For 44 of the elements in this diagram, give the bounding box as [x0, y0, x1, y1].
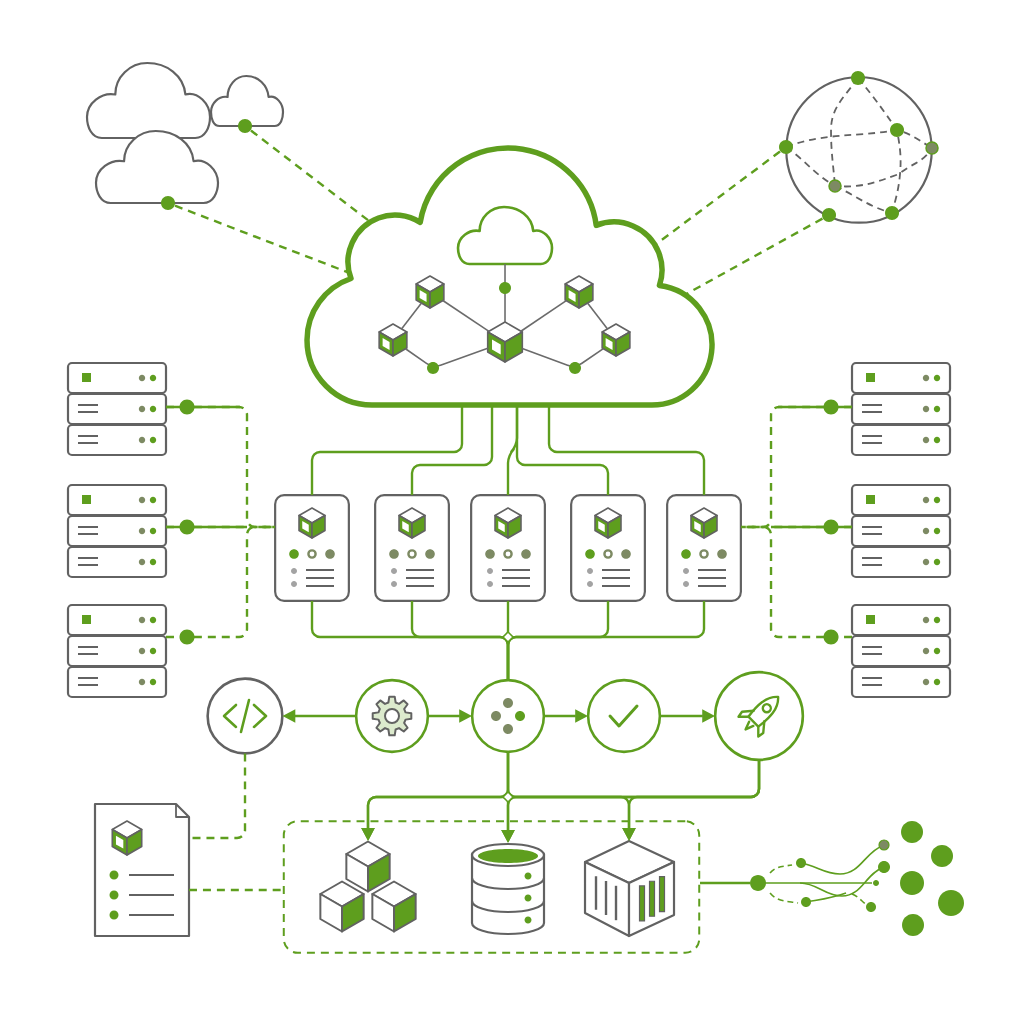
cloud	[456, 205, 554, 266]
cloud	[94, 129, 220, 210]
connector	[410, 405, 494, 495]
connector	[586, 302, 609, 330]
connector	[250, 129, 372, 223]
connector	[310, 405, 464, 495]
server-rack	[850, 483, 952, 579]
process-circle	[470, 678, 546, 754]
connector	[700, 881, 750, 885]
cloud	[85, 61, 212, 140]
connector	[684, 217, 824, 296]
cloud	[209, 74, 285, 133]
connector	[521, 347, 605, 367]
server-rack	[66, 603, 168, 699]
server-rack	[850, 361, 952, 457]
server-rack	[66, 483, 168, 579]
document	[93, 802, 191, 938]
cube	[564, 275, 594, 309]
connector	[166, 525, 275, 639]
cube	[486, 321, 524, 363]
cube-stack	[319, 840, 417, 933]
process-circle	[206, 677, 284, 755]
cargo-container	[583, 839, 676, 938]
cube	[378, 323, 408, 357]
cube	[415, 275, 445, 309]
connector	[741, 525, 852, 639]
process-circle	[713, 670, 805, 762]
connector	[504, 263, 506, 323]
database-cylinder	[470, 842, 546, 936]
connector	[520, 299, 568, 333]
dashed-container	[282, 820, 701, 954]
connector	[404, 347, 489, 367]
process-circle	[586, 678, 662, 754]
connector	[654, 150, 781, 246]
connector	[547, 405, 706, 495]
server-rack	[66, 361, 168, 457]
connector	[515, 405, 610, 495]
connector	[400, 302, 423, 330]
connector	[189, 888, 283, 892]
particle-stream	[750, 821, 964, 936]
connector	[506, 601, 706, 680]
server-rack	[850, 603, 952, 699]
connector	[442, 299, 490, 333]
cube	[601, 323, 631, 357]
